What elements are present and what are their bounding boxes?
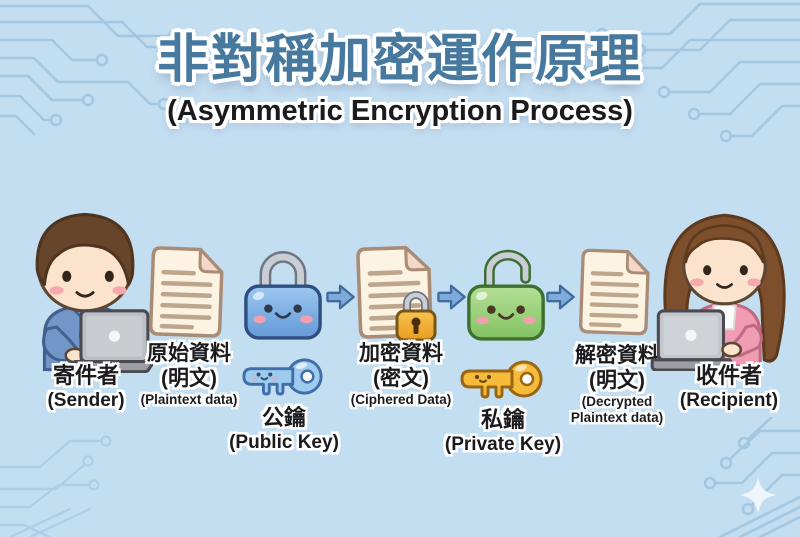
plaintext-label-zh2: (明文) [161,367,217,390]
girl-with-laptop-icon [650,213,786,371]
decrypted-label: 解密資料 (明文) (Decrypted Plaintext data) [571,343,663,425]
ciphertext-label-zh2: (密文) [372,367,429,390]
recipient-label: 收件者 (Recipient) [680,363,778,412]
sender-label: 寄件者 (Sender) [47,363,124,412]
recipient-label-zh: 收件者 [695,363,762,388]
flow-arrow-right-icon [437,284,466,310]
circuit-traces-bottom-right-icon [703,417,800,537]
decrypted-label-zh: 解密資料 [575,344,659,367]
recipient-figure [650,203,798,371]
sender-label-en: (Sender) [47,390,125,411]
key-gold-face-icon [460,360,543,399]
private-key-label-zh: 私鑰 [480,407,526,432]
page-title: 非對稱加密運作原理 [156,31,643,89]
plaintext-label-zh: 原始資料 [147,342,231,365]
flow-arrow-right-icon [326,284,355,310]
document-icon [149,246,224,338]
flow-arrow-3 [546,281,576,313]
flow-arrow-right-icon [546,284,575,310]
ciphertext-label-zh: 加密資料 [358,342,443,365]
sender-figure [14,205,156,373]
decrypted-label-zh2: (明文) [589,369,645,392]
boy-with-laptop-icon [35,212,156,373]
ciphertext-document [356,245,440,345]
decrypted-label-en-line1: (Decrypted [581,394,653,409]
public-key-label-en: (Public Key) [229,432,339,453]
public-key-item [240,354,324,399]
sender-label-zh: 寄件者 [52,363,120,388]
private-key-label-en: (Private Key) [444,434,562,455]
private-key-label: 私鑰 (Private Key) [445,407,561,456]
recipient-label-en: (Recipient) [679,390,779,411]
circuit-traces-bottom-left-icon [0,435,112,537]
ciphertext-label-en: (Ciphered Data) [350,392,452,407]
sparkle-icon [740,477,776,513]
flow-arrow-1 [326,281,356,313]
public-key-label-zh: 公鑰 [261,405,306,430]
page-subtitle: (Asymmetric Encryption Process) [167,95,633,127]
private-key-item [458,356,544,402]
title-block: 非對稱加密運作原理 (Asymmetric Encryption Process… [0,30,800,128]
document-icon [579,248,650,336]
unlocked-padlock-green-face-icon [467,249,545,341]
plaintext-document [147,245,226,340]
public-key-padlock [242,246,324,342]
key-blue-face-icon [242,358,323,396]
public-key-label: 公鑰 (Public Key) [229,405,339,454]
private-key-padlock [463,242,549,344]
locked-padlock-gold-icon [395,291,437,342]
decrypted-label-en-line2: Plaintext data) [570,409,664,425]
locked-padlock-blue-face-icon [244,251,322,340]
ciphertext-label: 加密資料 (密文) (Ciphered Data) [351,341,452,408]
flow-arrow-2 [437,281,467,313]
plaintext-label-en: (Plaintext data) [140,392,238,407]
plaintext-label: 原始資料 (明文) (Plaintext data) [141,341,238,408]
decrypted-document [577,247,652,337]
